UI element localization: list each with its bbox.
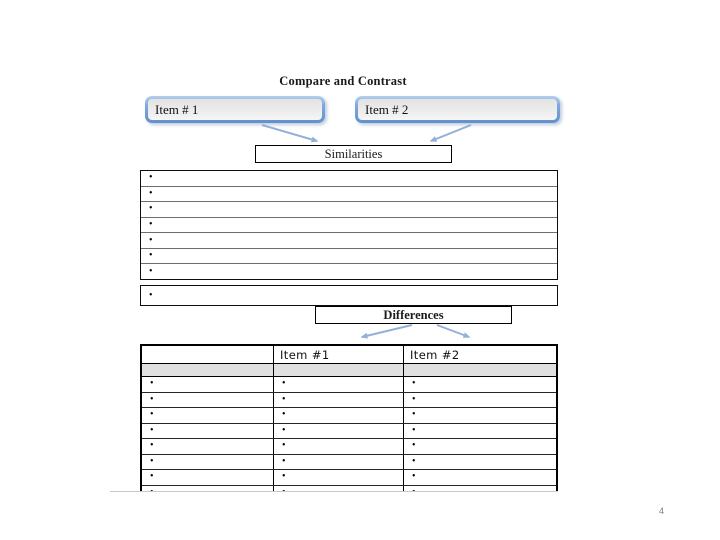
differences-header-item2: Item #2 (410, 347, 460, 362)
differences-cell: • (142, 377, 274, 392)
differences-cell: • (404, 439, 556, 454)
similarities-row: • (141, 264, 557, 279)
bullet-marker: • (149, 172, 153, 184)
bullet-marker: • (282, 393, 286, 405)
bullet-marker: • (412, 393, 416, 405)
differences-table: Item #1 Item #2 • • • • • • • • • • • • • • • • • • • • • • • • (140, 344, 558, 492)
similarities-row: • (141, 202, 557, 218)
bullet-marker: • (412, 409, 416, 421)
bullet-marker: • (282, 424, 286, 436)
differences-cell: • (274, 392, 404, 407)
differences-row: • • • (142, 439, 556, 455)
arrow-differences-left (360, 324, 413, 339)
similarities-row: • (141, 187, 557, 203)
differences-row: • • • (142, 454, 556, 470)
differences-label: Differences (383, 307, 444, 322)
differences-row: • • • (142, 423, 556, 439)
differences-cell: • (404, 455, 556, 470)
bullet-marker: • (274, 487, 286, 492)
bullet-marker: • (282, 471, 286, 483)
bullet-marker: • (149, 250, 153, 262)
differences-label-box: Differences (315, 306, 512, 324)
differences-cell: • (142, 439, 274, 454)
differences-cell: • (404, 486, 556, 492)
differences-cell: • (274, 470, 404, 485)
arrow-item1-to-similarities (261, 124, 319, 143)
bullet-marker: • (412, 455, 416, 467)
differences-row: • • • (142, 485, 556, 492)
differences-cell: • (404, 470, 556, 485)
bullet-marker: • (412, 378, 416, 390)
bullet-marker: • (150, 409, 154, 421)
differences-row: • • • (142, 392, 556, 408)
differences-cell: • (142, 392, 274, 407)
differences-cell: • (142, 454, 274, 469)
bullet-marker: • (150, 424, 154, 436)
similarities-label: Similarities (324, 146, 383, 161)
arrow-differences-right (436, 324, 471, 338)
differences-cell: • (404, 424, 556, 439)
item2-label: Item # 2 (365, 101, 409, 117)
placeholder-edge-line (110, 491, 558, 492)
bullet-marker: • (150, 378, 154, 390)
bullet-marker: • (149, 234, 153, 246)
bullet-marker: • (142, 487, 154, 492)
item2-box-inner: Item # 2 (358, 99, 557, 120)
bullet-marker: • (412, 424, 416, 436)
bullet-marker: • (282, 455, 286, 467)
differences-cell: • (274, 485, 404, 492)
bullet-marker: • (404, 487, 416, 492)
bullet-marker: • (150, 455, 154, 467)
differences-cell: • (274, 408, 404, 423)
differences-cell: • (404, 408, 556, 423)
differences-row: • • • (142, 377, 556, 393)
differences-cell: • (142, 408, 274, 423)
item1-box-inner: Item # 1 (148, 99, 322, 120)
item1-box: Item # 1 (145, 96, 325, 123)
similarities-extra-row: • (140, 285, 558, 306)
bullet-marker: • (149, 203, 153, 215)
differences-table-body: • • • • • • • • • • • • • • • • • • • • • • • • (142, 377, 556, 492)
differences-row: • • • (142, 408, 556, 424)
differences-cell: • (142, 485, 274, 492)
bullet-marker: • (282, 440, 286, 452)
differences-cell: • (142, 423, 274, 438)
bullet-marker: • (150, 471, 154, 483)
bullet-marker: • (149, 187, 153, 199)
bullet-marker: • (412, 471, 416, 483)
differences-header-blank (142, 346, 274, 363)
differences-cell: • (274, 454, 404, 469)
bullet-marker: • (150, 440, 154, 452)
differences-cell: • (142, 470, 274, 485)
differences-cell: • (274, 377, 404, 392)
differences-cell: • (274, 423, 404, 438)
similarities-row: • (141, 171, 557, 187)
bullet-marker: • (282, 378, 286, 390)
bullet-marker: • (149, 265, 153, 277)
differences-cell: • (274, 439, 404, 454)
bullet-marker: • (149, 219, 153, 231)
similarities-table: • • • • • • • (140, 170, 558, 280)
differences-row: • • • (142, 470, 556, 486)
differences-cell: • (404, 377, 556, 392)
similarities-row: • (141, 218, 557, 234)
bullet-marker: • (150, 393, 154, 405)
differences-header-row: Item #1 Item #2 (142, 346, 556, 364)
item1-label: Item # 1 (155, 101, 199, 117)
differences-shaded-row (142, 364, 556, 377)
similarities-label-box: Similarities (255, 145, 452, 163)
differences-header-item1: Item #1 (274, 346, 404, 363)
similarities-row: • (141, 249, 557, 265)
bullet-marker: • (282, 409, 286, 421)
differences-cell: • (404, 393, 556, 408)
page-title: Compare and Contrast (279, 74, 407, 88)
bullet-marker: • (412, 440, 416, 452)
bullet-marker: • (149, 289, 153, 301)
item2-box: Item # 2 (355, 96, 560, 123)
arrow-item2-to-similarities (429, 124, 472, 142)
page-number: 4 (658, 506, 664, 516)
similarities-row: • (141, 233, 557, 249)
